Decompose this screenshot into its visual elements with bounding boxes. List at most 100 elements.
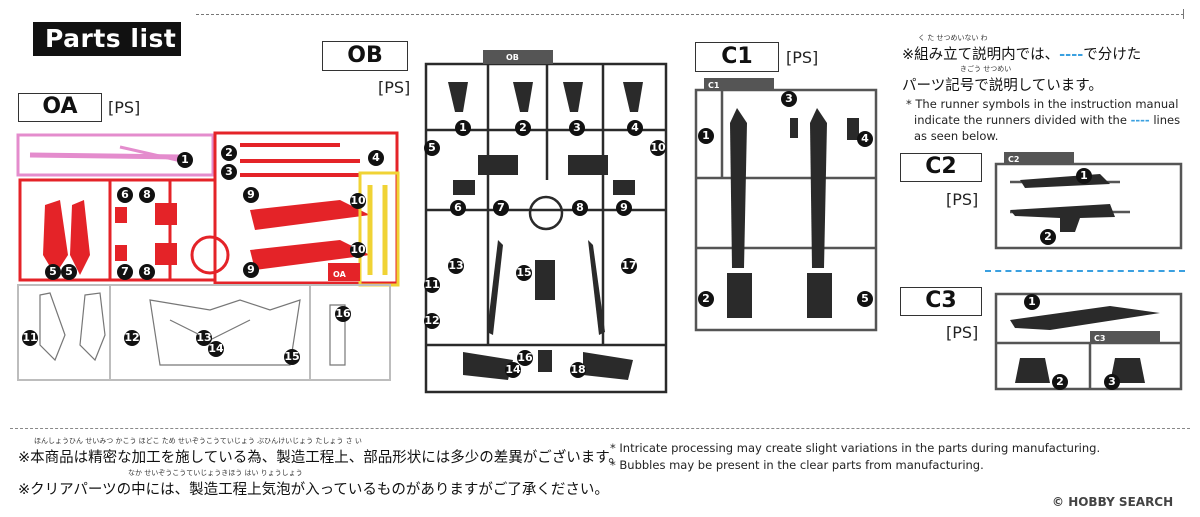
footer-en-line2: * Bubbles may be present in the clear pa… [610,458,984,472]
watermark: © HOBBY SEARCH [1052,495,1173,509]
part-number-c1-4: 4 [857,131,873,147]
note-jp-line1-post: で分けた [1083,47,1142,63]
runner-label-c1: C1 [695,42,779,72]
part-number-ob-9: 9 [616,200,632,216]
part-number-c2-2: 2 [1040,229,1056,245]
part-number-ob-8: 8 [572,200,588,216]
bottom-divider [10,428,1190,429]
part-number-oa-4: 4 [368,150,384,166]
part-number-ob-15: 15 [516,265,532,281]
runner-material-c2: [PS] [946,190,979,209]
footer-ruby-2: なか せいぞうこうていじょうきほう はい りょうしょう [128,469,303,477]
runner-label-c3: C3 [900,287,982,316]
runner-c3-diagram: C3 [994,292,1183,391]
note-jp-line1: ※組み立て説明内では、----で分けた [902,43,1141,64]
runner-oa-diagram: OA [16,131,400,381]
part-number-oa-3: 3 [221,164,237,180]
yellow-sprue [358,171,400,287]
runner-material-oa: [PS] [108,98,141,117]
runner-tag-ob: OB [506,53,519,62]
note-en-line1: * The runner symbols in the instruction … [906,97,1179,111]
part-number-oa-12: 12 [124,330,140,346]
note-en-line2: indicate the runners divided with the --… [914,113,1180,127]
runner-ob-diagram: OB [424,50,668,394]
note-jp-line1-dash: ---- [1059,47,1084,63]
part-number-ob-5: 5 [424,140,440,156]
part-number-oa-8b: 8 [139,264,155,280]
red-parts [43,200,370,275]
footer-en-line1: * Intricate processing may create slight… [610,441,1101,455]
part-number-oa-6: 6 [117,187,133,203]
part-number-c3-2: 2 [1052,374,1068,390]
part-number-c1-2: 2 [698,291,714,307]
note-en-line2-dash: ---- [1130,113,1150,127]
part-number-ob-16: 16 [517,350,533,366]
part-number-oa-1: 1 [177,152,193,168]
part-number-oa-10b: 10 [350,242,366,258]
runner-tag-c2: C2 [1008,155,1019,164]
note-ruby-1: く た せつめいない わ [918,34,988,42]
red-sprue [18,131,399,285]
runner-label-c2: C2 [900,153,982,182]
part-number-ob-14: 14 [505,362,521,378]
note-jp-line1-pre: ※組み立て説明内では、 [902,47,1060,63]
part-number-ob-4: 4 [627,120,643,136]
part-number-c1-3: 3 [781,91,797,107]
page-title: Parts list [33,22,181,56]
runner-c2-diagram: C2 [994,152,1183,250]
part-number-ob-11: 11 [424,277,440,293]
part-number-oa-15: 15 [284,349,300,365]
top-divider [196,14,1184,15]
note-en-line3: as seen below. [914,129,999,143]
runner-material-c3: [PS] [946,323,979,342]
part-number-oa-16: 16 [335,306,351,322]
part-number-oa-9b: 9 [243,262,259,278]
top-divider-end [1183,9,1184,19]
footer-ruby-1: ほんしょうひん せいみつ かこう ほどこ ため せいぞうこうていじょう ぶひんけ… [34,437,362,445]
part-number-oa-11: 11 [22,330,38,346]
runner-divider-line [985,270,1185,272]
watermark-text: HOBBY SEARCH [1068,495,1174,509]
part-number-c3-1: 1 [1024,294,1040,310]
part-number-oa-7: 7 [117,264,133,280]
runner-tag-c1: C1 [708,81,720,90]
part-number-oa-10a: 10 [350,193,366,209]
part-number-ob-17: 17 [621,258,637,274]
part-number-c1-5: 5 [857,291,873,307]
runner-material-ob: [PS] [378,78,411,97]
part-number-ob-18: 18 [570,362,586,378]
runner-tag-oa: OA [333,270,347,279]
part-number-oa-14: 14 [208,341,224,357]
clear-parts [39,292,346,366]
part-number-ob-2: 2 [515,120,531,136]
part-number-ob-1: 1 [455,120,471,136]
part-number-c1-1: 1 [698,128,714,144]
part-number-oa-2: 2 [221,145,237,161]
runner-c1-diagram: C1 [694,78,878,332]
part-number-ob-10: 10 [650,140,666,156]
part-number-oa-13: 13 [196,330,212,346]
part-number-oa-5a: 5 [45,264,61,280]
runner-label-ob: OB [322,41,408,71]
watermark-copyright: © [1052,495,1064,509]
part-number-ob-12: 12 [424,313,440,329]
runner-label-oa: OA [18,93,102,122]
part-number-c3-3: 3 [1104,374,1120,390]
clear-sprue [17,284,391,381]
part-number-oa-8a: 8 [139,187,155,203]
part-number-oa-5b: 5 [61,264,77,280]
part-number-ob-6: 6 [450,200,466,216]
footer-jp-line2: ※クリアパーツの中には、製造工程上気泡が入っているものがありますがご了承ください… [18,482,609,498]
runner-material-c1: [PS] [786,48,819,67]
runner-tag-c3: C3 [1094,334,1105,343]
note-en-line2-post: lines [1153,113,1181,127]
footer-jp-line1: ※本商品は精密な加工を施している為、製造工程上、部品形状には多少の差異がございま… [18,450,623,466]
part-number-oa-9a: 9 [243,187,259,203]
part-number-ob-7: 7 [493,200,509,216]
note-jp-line2: パーツ記号で説明しています。 [902,78,1103,94]
note-en-line2-pre: indicate the runners divided with the [914,113,1127,127]
part-number-ob-3: 3 [569,120,585,136]
part-number-ob-13: 13 [448,258,464,274]
part-number-c2-1: 1 [1076,168,1092,184]
note-ruby-2: きごう せつめい [960,65,1012,73]
